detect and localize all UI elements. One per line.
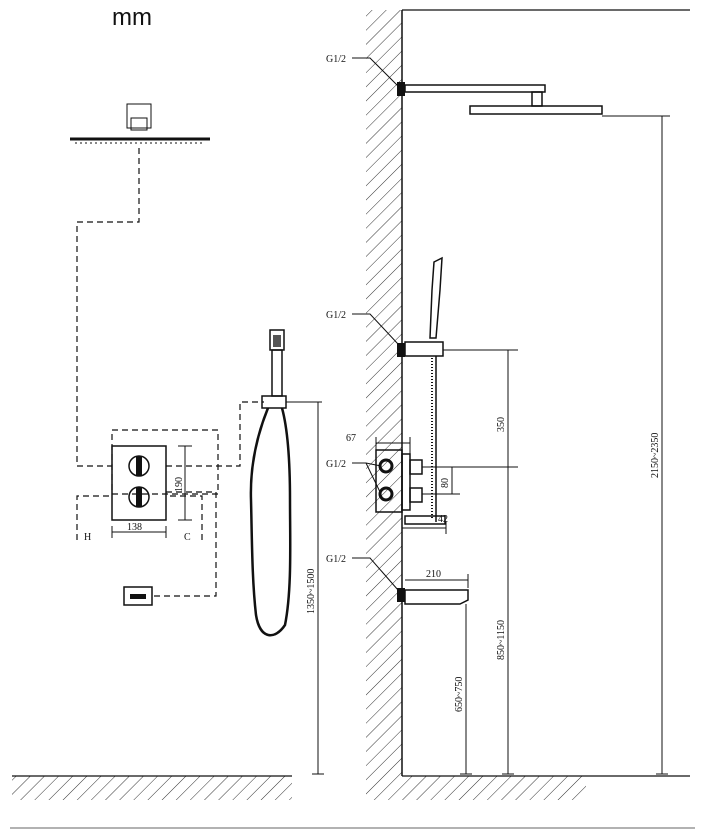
dim-valve-height-floor: 850~1150 [496, 620, 507, 660]
dim-spout-length: 210 [426, 569, 441, 580]
dim-bracket-offset: 42 [438, 514, 448, 525]
dim-spout-height: 650~750 [454, 677, 465, 712]
dim-valve-width: 138 [127, 522, 142, 533]
handheld-side [429, 256, 443, 339]
leader-thread-valve-bottom [365, 462, 382, 495]
shower-arm [404, 84, 546, 93]
dim-head-height: 2150~2350 [650, 433, 661, 478]
valve-handle-top-side [409, 459, 423, 475]
pipe-to-rain-head [76, 148, 140, 467]
hot-label: H [84, 532, 91, 543]
thread-label-spout: G1/2 [326, 554, 346, 565]
wall-outlet-elbow [261, 395, 287, 409]
shower-hose [249, 407, 292, 637]
thread-label-valve: G1/2 [326, 459, 346, 470]
dim-holder-to-valve: 350 [496, 417, 507, 432]
spout-side [404, 589, 469, 605]
unit-label: mm [112, 4, 152, 31]
thread-label-mid: G1/2 [326, 310, 346, 321]
valve-outlet-bottom [378, 486, 394, 502]
floor-hatch-right [366, 776, 586, 800]
leader-thread-spout [352, 557, 399, 591]
side-view-section: 2150~2350 G1/2 350 G1/2 [326, 9, 690, 800]
valve-recess-outline [111, 429, 219, 495]
valve-handle-bottom-side [409, 487, 423, 503]
arm-wall-flange [397, 82, 405, 96]
dim-outlet-spacing: 80 [440, 478, 451, 488]
dim-handheld-height: 1350~1500 [306, 569, 317, 614]
rain-head-connector-side [531, 91, 543, 107]
leader-thread-mid [352, 313, 399, 345]
rain-head-connector [130, 117, 148, 131]
dim-valve-height: 190 [174, 477, 185, 492]
valve-knob-top-lever [136, 456, 142, 476]
pipe-cold-inlet [166, 495, 203, 540]
spout-wall-flange [397, 588, 405, 602]
pipe-to-handheld [166, 401, 264, 467]
leader-thread-top [352, 57, 399, 87]
valve-trim-plate-side [401, 453, 411, 511]
thread-label-top: G1/2 [326, 54, 346, 65]
rain-head-arm-box [126, 103, 152, 129]
bracket-bottom [404, 515, 446, 525]
cold-label: C [184, 532, 191, 543]
bracket-top [404, 341, 444, 357]
pipe-to-spout [152, 491, 217, 597]
wall-flange-mid [397, 343, 405, 357]
valve-plate [111, 445, 167, 521]
spout-front-opening [130, 594, 146, 599]
wall-hatch [366, 10, 402, 776]
floor-hatch-left [12, 776, 292, 800]
valve-knob-bottom-lever [136, 487, 142, 507]
dim-valve-depth: 67 [346, 433, 356, 444]
rain-head-side [469, 105, 603, 115]
spout-front [123, 586, 153, 606]
pipe-hot-inlet [76, 495, 112, 540]
handheld-face [273, 335, 281, 347]
handheld-handle [271, 349, 283, 397]
front-view-schematic: 190 138 H C 1350~1500 [12, 103, 324, 800]
